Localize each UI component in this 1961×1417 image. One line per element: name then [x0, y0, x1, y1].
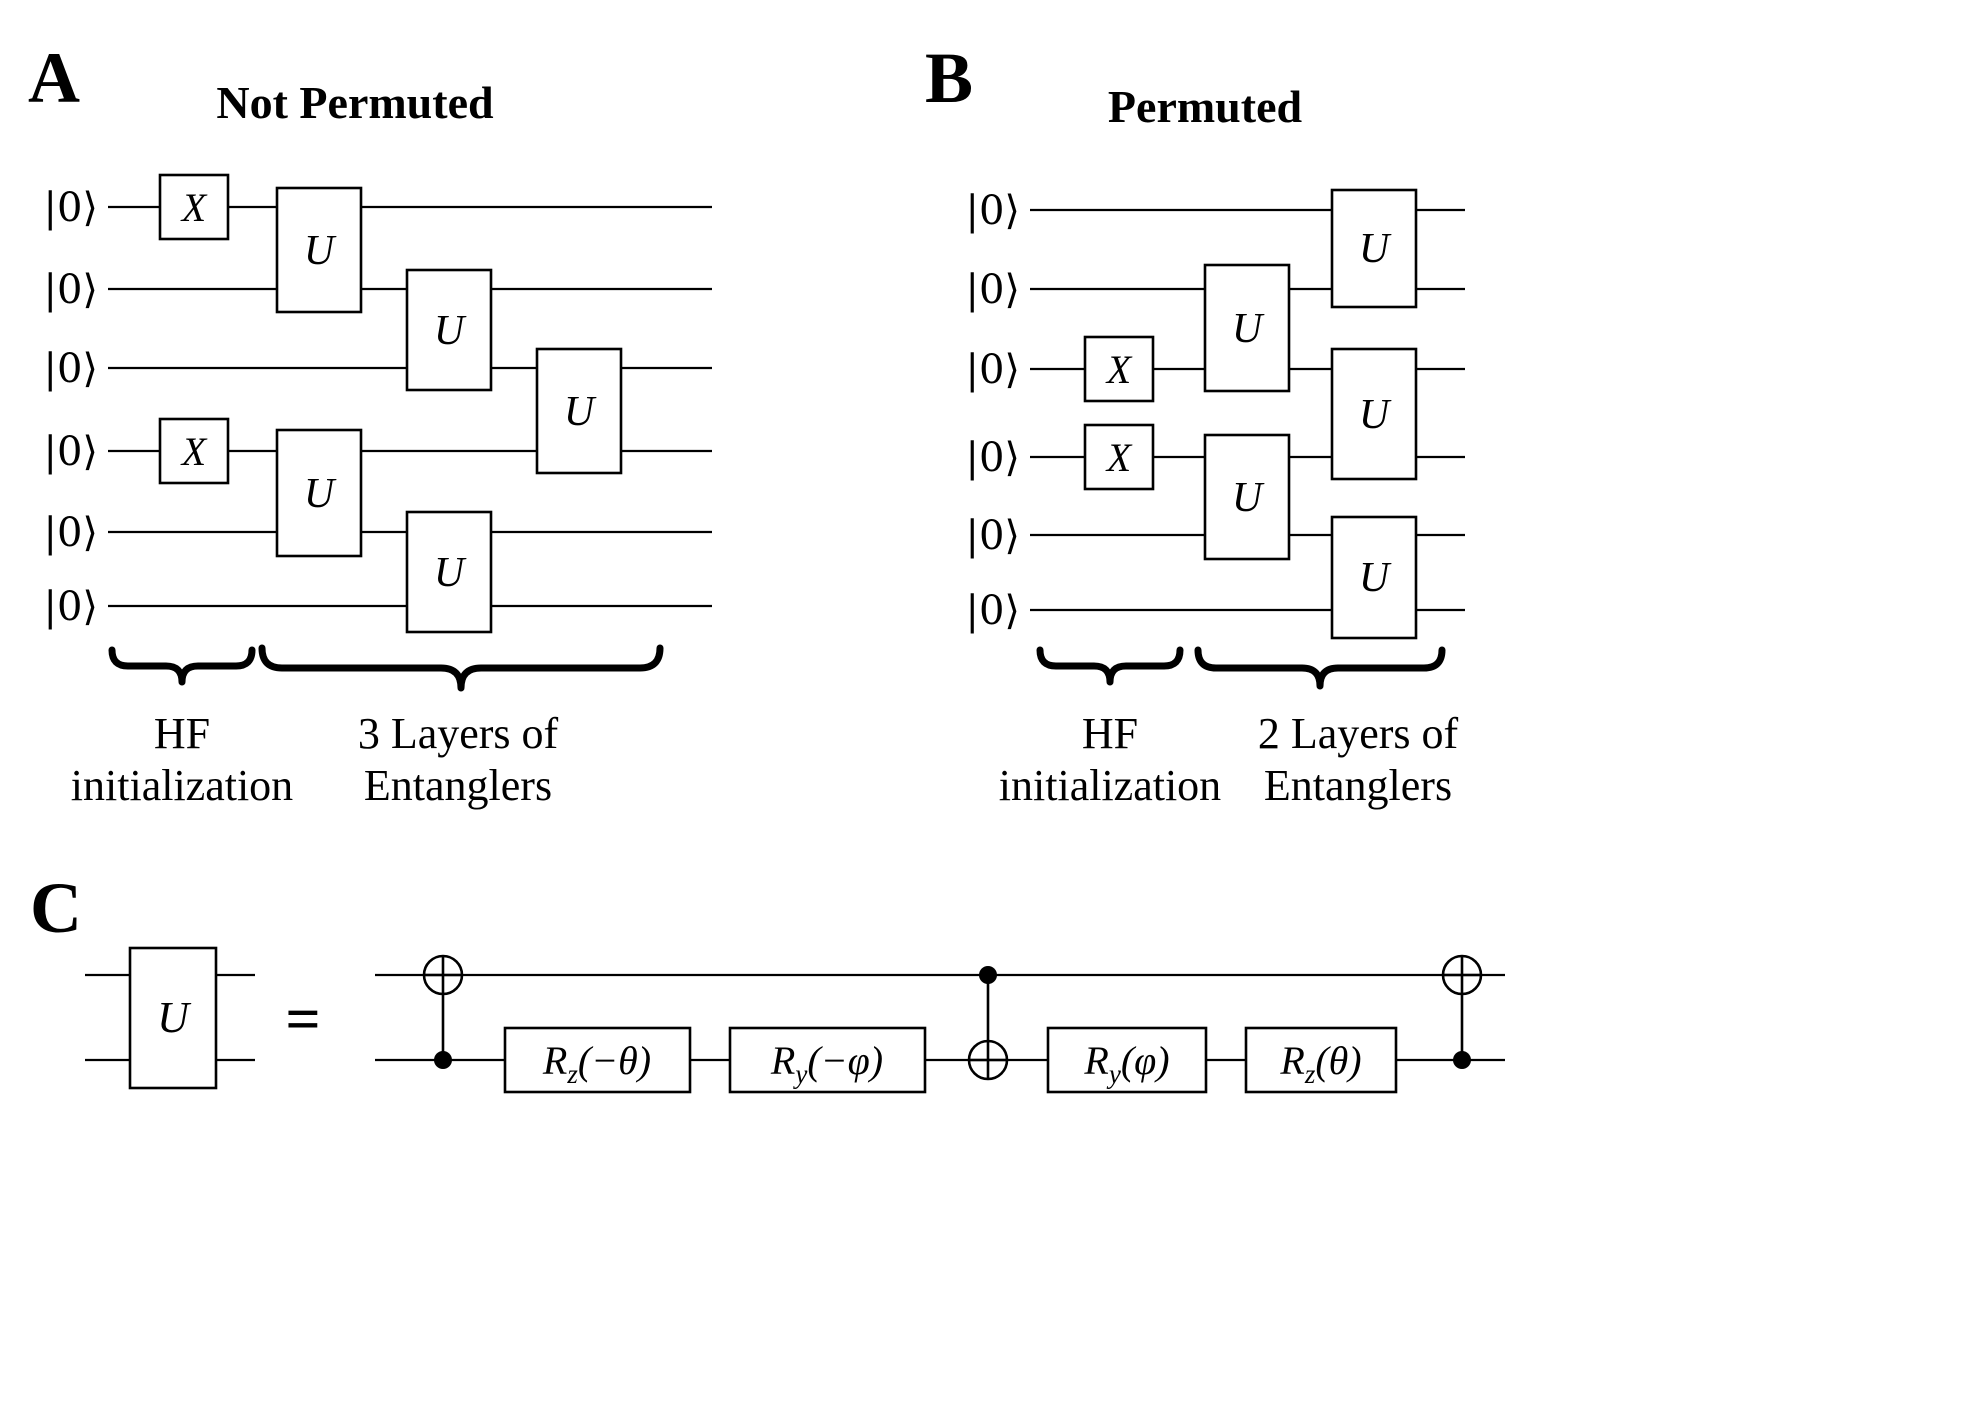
- entangler-label-line2: Entanglers: [364, 761, 552, 810]
- ry-pos-gate-label: Ry(φ): [1083, 1038, 1169, 1089]
- u-gate: U: [1330, 347, 1418, 481]
- cnot-gate: [422, 954, 464, 1069]
- rz-neg-gate: Rz(−θ): [503, 1026, 692, 1094]
- gate-subscript: y: [792, 1059, 807, 1089]
- u-gate: U: [535, 347, 623, 475]
- ket-zero-label: |0⟩: [43, 584, 98, 630]
- ry-neg-gate: Ry(−φ): [728, 1026, 927, 1094]
- rz-neg-gate-label: Rz(−θ): [542, 1038, 651, 1089]
- panel-b-title: Permuted: [1108, 81, 1303, 132]
- u-gate-label: U: [304, 228, 337, 274]
- u-gate: U: [1330, 188, 1418, 309]
- gate-argument: (−φ): [807, 1038, 883, 1083]
- panel-b-label: B: [925, 38, 973, 118]
- ket-zero-label: |0⟩: [965, 267, 1020, 313]
- x-gate-label: X: [180, 185, 208, 230]
- x-gate: X: [158, 417, 230, 485]
- ket-zero-label: |0⟩: [965, 435, 1020, 481]
- u-gate-label: U: [434, 550, 467, 596]
- ket-zero-label: |0⟩: [965, 347, 1020, 393]
- ry-neg-gate-label: Ry(−φ): [770, 1038, 883, 1089]
- entangler-label-line2: Entanglers: [1264, 761, 1452, 810]
- u-gate: U: [128, 946, 218, 1090]
- entangler-underbrace: [258, 644, 664, 692]
- u-gate: U: [275, 428, 363, 558]
- u-gate-label: U: [304, 471, 337, 517]
- u-gate-label: U: [1359, 392, 1392, 438]
- cnot-control-dot: [434, 1051, 452, 1069]
- entangler-underbrace: [1194, 646, 1446, 690]
- u-gate: U: [1203, 263, 1291, 393]
- ket-zero-label: |0⟩: [43, 185, 98, 231]
- hf-underbrace: [108, 646, 256, 686]
- cnot-gate: [967, 966, 1009, 1081]
- rz-pos-gate: Rz(θ): [1244, 1026, 1398, 1094]
- equals-sign: =: [285, 986, 320, 1054]
- x-gate: X: [158, 173, 230, 241]
- u-gate-label: U: [564, 389, 597, 435]
- cnot-control-dot: [979, 966, 997, 984]
- gate-argument: (θ): [1315, 1038, 1361, 1083]
- ket-zero-label: |0⟩: [965, 588, 1020, 634]
- rz-pos-gate-label: Rz(θ): [1279, 1038, 1361, 1089]
- ket-zero-label: |0⟩: [43, 429, 98, 475]
- u-gate: U: [405, 268, 493, 392]
- hf-label-line2: initialization: [999, 761, 1221, 810]
- ket-zero-label: |0⟩: [43, 510, 98, 556]
- panel-a: A Not Permuted |0⟩ |0⟩ |0⟩ |0⟩ |0⟩ |0⟩ X…: [28, 38, 712, 810]
- panel-a-label: A: [28, 38, 80, 118]
- ket-zero-label: |0⟩: [965, 188, 1020, 234]
- gate-base: R: [1083, 1038, 1108, 1083]
- hf-label-line1: HF: [1082, 709, 1138, 758]
- cnot-control-dot: [1453, 1051, 1471, 1069]
- gate-subscript: z: [566, 1059, 578, 1089]
- u-gate: U: [1330, 515, 1418, 640]
- u-gate-label: U: [1232, 475, 1265, 521]
- panel-b: B Permuted |0⟩ |0⟩ |0⟩ |0⟩ |0⟩ |0⟩ X X U: [925, 38, 1465, 810]
- ket-zero-label: |0⟩: [43, 346, 98, 392]
- u-gate: U: [275, 186, 363, 314]
- gate-base: R: [1279, 1038, 1304, 1083]
- ket-zero-label: |0⟩: [43, 267, 98, 313]
- u-gate-label: U: [434, 308, 467, 354]
- u-gate-label: U: [1359, 226, 1392, 272]
- u-gate-label: U: [1359, 555, 1392, 601]
- panel-c: C U = Rz(−θ) Ry(−φ): [30, 868, 1505, 1094]
- u-gate-label: U: [157, 993, 192, 1042]
- panel-c-label: C: [30, 868, 82, 948]
- cnot-gate: [1441, 954, 1483, 1069]
- entangler-label-line1: 2 Layers of: [1258, 709, 1459, 758]
- u-gate-label: U: [1232, 306, 1265, 352]
- hf-underbrace: [1036, 646, 1184, 686]
- x-gate-label: X: [1105, 347, 1133, 392]
- gate-argument: (φ): [1121, 1038, 1170, 1083]
- gate-argument: (−θ): [578, 1038, 651, 1083]
- gate-subscript: z: [1304, 1059, 1316, 1089]
- ket-zero-label: |0⟩: [965, 513, 1020, 559]
- gate-base: R: [542, 1038, 567, 1083]
- panel-a-title: Not Permuted: [216, 77, 494, 128]
- x-gate: X: [1083, 423, 1155, 491]
- x-gate: X: [1083, 335, 1155, 403]
- hf-label-line2: initialization: [71, 761, 293, 810]
- x-gate-label: X: [1105, 435, 1133, 480]
- x-gate-label: X: [180, 429, 208, 474]
- u-gate: U: [1203, 433, 1291, 561]
- entangler-label-line1: 3 Layers of: [358, 709, 559, 758]
- ry-pos-gate: Ry(φ): [1046, 1026, 1208, 1094]
- gate-base: R: [770, 1038, 795, 1083]
- u-gate: U: [405, 510, 493, 634]
- hf-label-line1: HF: [154, 709, 210, 758]
- gate-subscript: y: [1106, 1059, 1121, 1089]
